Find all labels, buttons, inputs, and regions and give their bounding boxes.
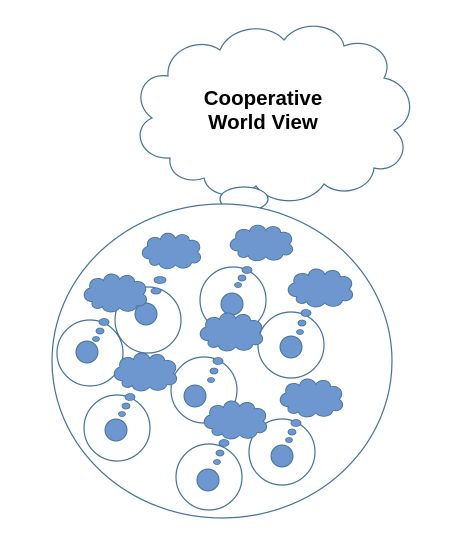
individual-6 bbox=[83, 394, 151, 462]
title-line-2: World View bbox=[208, 111, 318, 134]
individual-8 bbox=[175, 443, 243, 511]
individual-3 bbox=[56, 319, 124, 387]
individual-4 bbox=[257, 311, 325, 379]
thought-dots bbox=[92, 266, 312, 465]
title-line-1: Cooperative bbox=[204, 87, 322, 110]
world-view-thought-cloud: Cooperative World View bbox=[139, 25, 411, 202]
individual-7 bbox=[248, 418, 316, 486]
